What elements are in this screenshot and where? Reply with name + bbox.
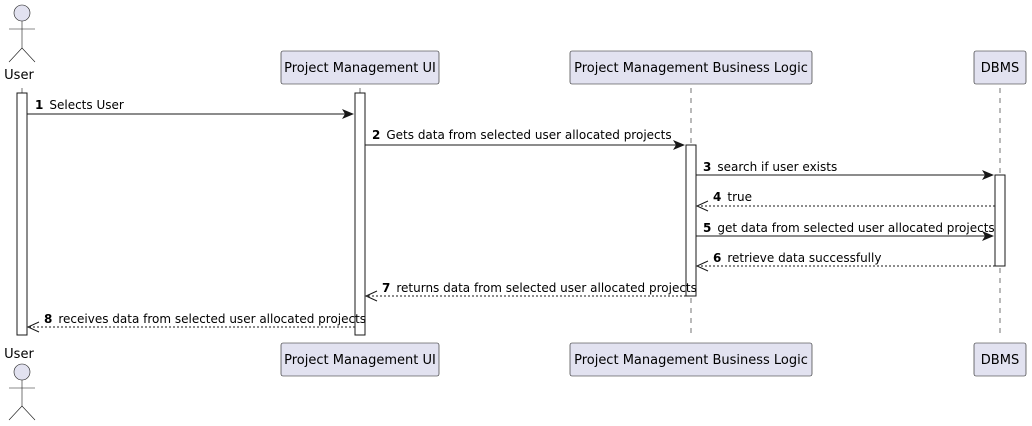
message-number: 7	[382, 281, 390, 295]
participant-label: Project Management Business Logic	[574, 61, 808, 76]
message-text: true	[727, 190, 752, 204]
participant-logic-bottom: Project Management Business Logic	[569, 342, 813, 377]
message-1: 1 Selects User	[27, 98, 354, 119]
participant-ui-top: Project Management UI	[280, 50, 440, 85]
message-number: 4	[713, 190, 721, 204]
message-6: 6 retrieve data successfully	[695, 251, 995, 272]
actor-figure-icon	[8, 4, 36, 63]
message-8: 8 receives data from selected user alloca…	[26, 312, 366, 333]
activation-ui	[354, 92, 366, 336]
message-label: 7 returns data from selected user allocat…	[382, 281, 697, 295]
participant-label: Project Management Business Logic	[574, 353, 808, 368]
message-text: receives data from selected user allocat…	[58, 312, 366, 326]
message-label: 1 Selects User	[35, 98, 124, 112]
participant-label: DBMS	[981, 61, 1019, 76]
message-number: 2	[372, 128, 380, 142]
message-number: 6	[713, 251, 721, 265]
message-label: 5 get data from selected user allocated p…	[703, 221, 995, 235]
message-text: Selects User	[49, 98, 124, 112]
message-label: 8 receives data from selected user alloca…	[44, 312, 366, 326]
message-number: 3	[703, 160, 711, 174]
message-3: 3 search if user exists	[696, 160, 994, 180]
participant-label: DBMS	[981, 353, 1019, 368]
message-text: search if user exists	[717, 160, 837, 174]
message-text: returns data from selected user allocate…	[396, 281, 697, 295]
message-text: get data from selected user allocated pr…	[717, 221, 994, 235]
activation-user	[16, 92, 28, 336]
message-text: retrieve data successfully	[727, 251, 881, 265]
message-number: 8	[44, 312, 52, 326]
participant-label: User	[4, 68, 34, 83]
actor-user-bottom: User	[4, 347, 36, 421]
message-number: 1	[35, 98, 43, 112]
message-label: 4 true	[713, 190, 752, 204]
participant-label: User	[4, 347, 34, 362]
participant-label: Project Management UI	[284, 61, 436, 76]
message-4: 4 true	[695, 190, 995, 212]
participant-dbms-top: DBMS	[973, 50, 1027, 85]
message-label: 6 retrieve data successfully	[713, 251, 881, 265]
message-number: 5	[703, 221, 711, 235]
activation-logic	[685, 144, 697, 297]
actor-figure-icon	[8, 363, 36, 421]
message-text: Gets data from selected user allocated p…	[386, 128, 671, 142]
participant-dbms-bottom: DBMS	[973, 342, 1027, 377]
activation-dbms	[994, 174, 1006, 267]
message-2: 2 Gets data from selected user allocated …	[365, 128, 685, 150]
participant-ui-bottom: Project Management UI	[280, 342, 440, 377]
participant-label: Project Management UI	[284, 353, 436, 368]
actor-user-top: User	[4, 4, 36, 83]
message-7: 7 returns data from selected user allocat…	[364, 281, 697, 302]
participant-logic-top: Project Management Business Logic	[569, 50, 813, 85]
message-5: 5 get data from selected user allocated p…	[696, 221, 995, 241]
message-label: 3 search if user exists	[703, 160, 837, 174]
message-label: 2 Gets data from selected user allocated …	[372, 128, 672, 142]
